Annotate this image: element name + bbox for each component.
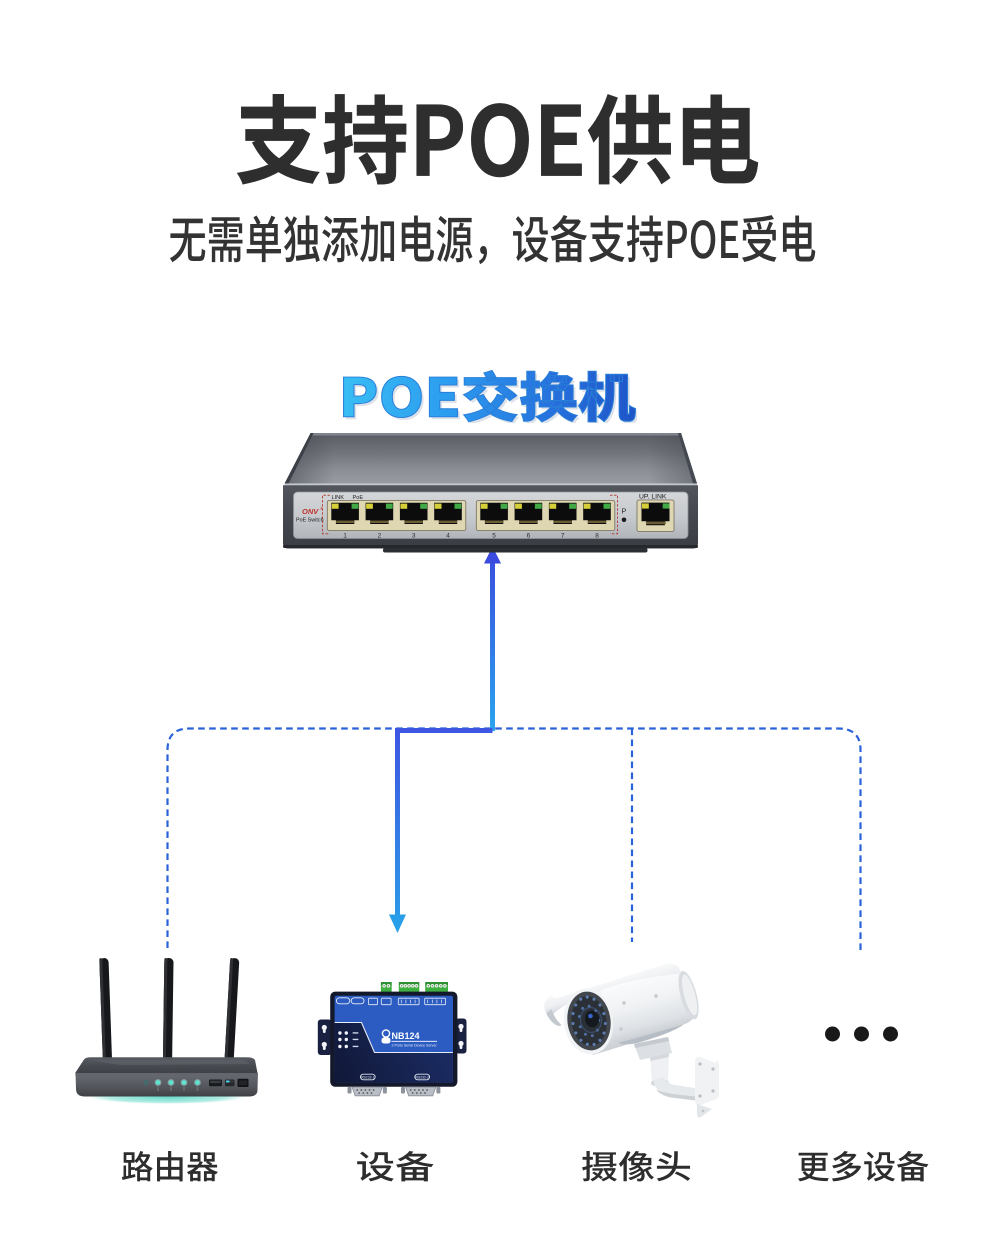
svg-text:2 Ports Serial Device Server: 2 Ports Serial Device Server [392,1044,438,1048]
svg-text:8: 8 [595,533,599,540]
svg-text:6: 6 [527,533,531,540]
svg-text:UP. LINK: UP. LINK [639,494,667,501]
svg-text:PoE: PoE [353,495,364,501]
svg-text:4: 4 [446,533,450,540]
svg-text:RS232-1: RS232-1 [361,1075,374,1079]
svg-text:®: ® [320,506,323,511]
svg-text:1: 1 [343,533,347,540]
svg-text:RS232-2: RS232-2 [416,1075,429,1079]
svg-text:ONV: ONV [302,507,319,516]
svg-text:NB124: NB124 [392,1031,420,1041]
svg-text:7: 7 [561,533,565,540]
svg-text:5: 5 [492,533,496,540]
svg-text:LINK: LINK [332,495,345,501]
svg-text:PoE Switch: PoE Switch [296,518,324,524]
svg-text:3: 3 [412,533,416,540]
svg-text:2: 2 [378,533,382,540]
svg-text:P: P [622,507,627,516]
